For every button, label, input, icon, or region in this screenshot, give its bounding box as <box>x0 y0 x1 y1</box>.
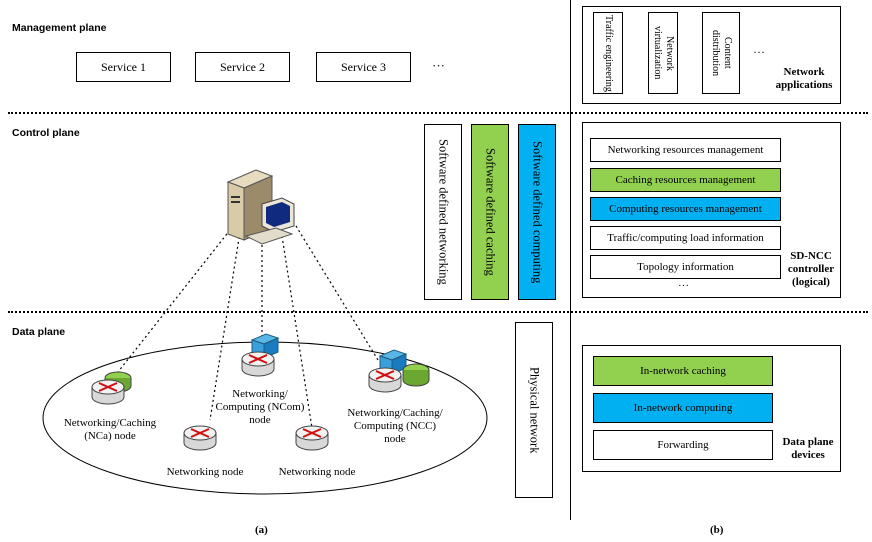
software-defined-computing-box: Software defined computing <box>518 124 556 300</box>
in-network-caching: In-network caching <box>593 356 773 386</box>
data-plane-devices-panel <box>582 345 841 472</box>
caption-a: (a) <box>255 524 268 536</box>
app-network-virtualization: Network virtualization <box>648 12 678 94</box>
ncom-node-label: Networking/ Computing (NCom) node <box>215 388 305 426</box>
controller-computer-icon <box>226 169 295 245</box>
service-1-box: Service 1 <box>76 52 171 82</box>
in-network-computing: In-network computing <box>593 393 773 423</box>
caching-resources-management: Caching resources management <box>590 168 781 192</box>
link-to-networking-2 <box>281 235 313 429</box>
caption-b: (b) <box>710 524 724 536</box>
sdncc-controller-label: SD-NCC controller (logical) <box>787 250 835 288</box>
app-content-distribution: Content distribution <box>702 12 740 94</box>
ncc-node-icon <box>368 349 430 393</box>
networking-resources-management: Networking resources management <box>590 138 781 162</box>
panel-divider <box>570 0 571 520</box>
software-defined-caching-box: Software defined caching <box>471 124 509 300</box>
physical-network-box: Physical network <box>515 322 553 498</box>
forwarding: Forwarding <box>593 430 773 460</box>
networking-node-1-label: Networking node <box>166 466 244 478</box>
networking-node-2-label: Networking node <box>278 466 356 478</box>
controller-ellipsis: ··· <box>678 280 689 292</box>
link-to-nca <box>117 229 231 373</box>
control-plane-title: Control plane <box>12 127 80 139</box>
ncc-node-label: Networking/Caching/ Computing (NCC) node <box>347 407 443 445</box>
data-plane-devices-label: Data plane devices <box>782 436 834 461</box>
traffic-load-information: Traffic/computing load information <box>590 226 781 250</box>
apps-ellipsis: ··· <box>753 45 765 59</box>
service-3-box: Service 3 <box>316 52 411 82</box>
network-applications-label: Network applications <box>775 66 833 91</box>
computing-resources-management: Computing resources management <box>590 197 781 221</box>
app-traffic-engineering: Traffic engineering <box>593 12 623 94</box>
link-to-networking-1 <box>209 231 241 421</box>
management-plane-title: Management plane <box>12 22 107 34</box>
networking-node-2-icon <box>295 425 329 451</box>
data-plane-title: Data plane <box>12 326 66 338</box>
separator-control-data <box>8 311 868 313</box>
separator-mgmt-control <box>8 112 868 114</box>
ncom-node-icon <box>241 333 280 377</box>
topology-information: Topology information <box>590 255 781 279</box>
services-ellipsis: ··· <box>432 58 445 73</box>
network-diagram <box>42 169 488 495</box>
networking-node-1-icon <box>183 425 217 451</box>
nca-node-icon <box>91 371 132 405</box>
sdncc-controller-panel <box>582 122 841 298</box>
link-to-ncc <box>295 225 379 361</box>
software-defined-networking-box: Software defined networking <box>424 124 462 300</box>
network-applications-panel <box>582 6 841 104</box>
nca-node-label: Networking/Caching (NCa) node <box>63 417 157 442</box>
service-2-box: Service 2 <box>195 52 290 82</box>
